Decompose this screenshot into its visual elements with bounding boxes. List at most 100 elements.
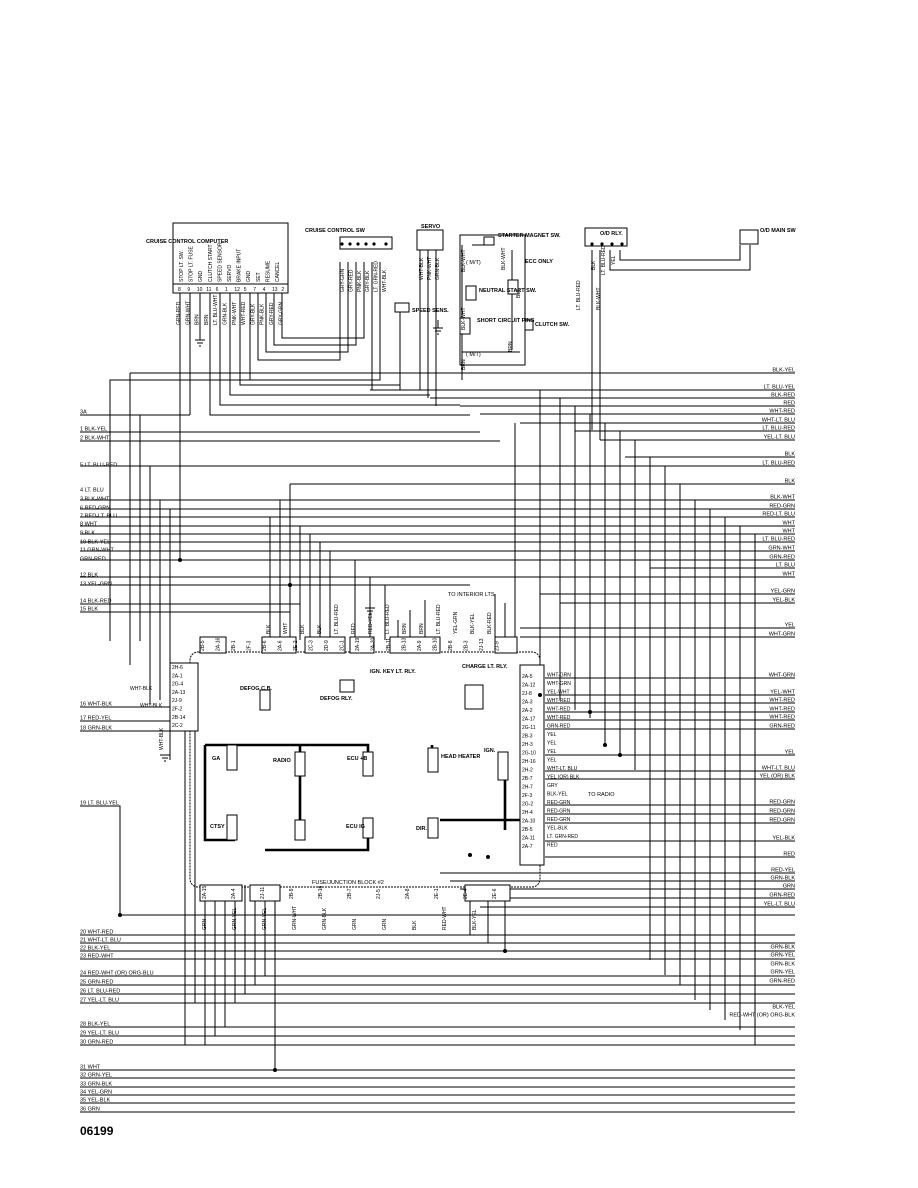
left-wire-label: 7 RED-LT. BLU (80, 514, 117, 520)
block-right-pin: 2F-3 (522, 793, 533, 799)
left-wire-label: 30 GRN-RED (80, 1040, 113, 1046)
starter-wire-label: BLK (516, 288, 522, 298)
left-wire-label: 2 BLK-WHT (80, 436, 110, 442)
block-top-pin: 2B-13 (402, 637, 408, 651)
od-relay-box (584, 227, 628, 247)
block-top-pin: 2F-3 (247, 641, 253, 652)
block-bottom-pin: 2A-8 (405, 888, 411, 899)
left-wire-label: 18 GRN-BLK (80, 726, 112, 732)
dir-label: DIR. (416, 826, 427, 832)
computer-wire-label: GRN-BLK (223, 302, 229, 325)
block-top-pin: 2B-1 (231, 640, 237, 651)
right-wire-label: RED-GRN (769, 504, 795, 510)
computer-pin-number: 2 (281, 287, 284, 293)
starter-components (459, 234, 534, 366)
right-wire-label: WHT-RED (769, 715, 795, 721)
ecu-b-label: ECU +B (347, 756, 367, 762)
right-wire-label: GRN-BLK (771, 962, 796, 968)
block-top-pin: 2B-5 (200, 640, 206, 651)
block-top-pin: 2D-9 (324, 640, 330, 651)
left-wire-label: 36 GRN (80, 1107, 100, 1113)
servo-wire-label: GRN-BLK (435, 257, 441, 280)
starter-wire-label: BLK-WHT (501, 248, 507, 271)
block-right-pin: 2B-7 (522, 776, 533, 782)
left-wire-label: 17 RED-YEL (80, 716, 112, 722)
block-right-wire: WHT-RED (547, 715, 571, 721)
ctsy-label: CTSY (210, 824, 225, 830)
ecu-ig-label: ECU IG (346, 824, 365, 830)
servo-label: SERVO (421, 224, 441, 230)
right-wire-label: GRN-RED (769, 724, 795, 730)
right-wire-label: WHT-RED (769, 707, 795, 713)
block-right-pin: 2H-3 (522, 742, 533, 748)
computer-pin-number: 6 (216, 287, 219, 293)
left-wire-label: 26 LT. BLU-RED (80, 989, 120, 995)
computer-pin-number: 8 (178, 287, 181, 293)
mt-label: ( M/T) (466, 260, 481, 266)
block-top-pin: 2E-2 (293, 640, 299, 651)
block-right-pin: 2H-2 (522, 768, 533, 774)
computer-pin-number: 10 (197, 287, 203, 293)
od-wire-label: LT. BLU-RED (601, 245, 607, 275)
misc-wire-label: WHT-BLK (140, 703, 163, 709)
block-bottom-pin: 2B-7 (347, 888, 353, 899)
switch-wire-label: WHT-BLK (382, 269, 388, 292)
block-right-wire: YEL-WHT (547, 690, 570, 696)
block-top-wire: BLK (300, 624, 306, 634)
right-wire-label: WHT (782, 529, 795, 535)
block-top-pin: 2C-1 (340, 640, 346, 651)
block-bottom-pin: 2A-15 (202, 885, 208, 899)
head-heater-label: HEAD HEATER (441, 754, 480, 760)
block-bottom-wire: GRN (352, 919, 358, 931)
block-right-wire: YEL (547, 749, 557, 755)
computer-pin-name: GND (246, 271, 252, 283)
right-wire-label: YEL-GRN (771, 589, 795, 595)
block-right-pin: 2H-7 (522, 785, 533, 791)
computer-wire-label: LT. BLU-WHT (213, 295, 219, 325)
block-right-pin: 2J-8 (522, 691, 532, 697)
left-wire-label: 28 BLK-YEL (80, 1022, 110, 1028)
clutch-sw-label: CLUTCH SW. (535, 322, 570, 328)
servo-wire-label: PNK-WHT (427, 257, 433, 280)
block-top-wire: BLK (317, 624, 323, 634)
cruise-switch-label: CRUISE CONTROL SW (305, 228, 366, 234)
block-bottom-pin: 2E-6 (492, 888, 498, 899)
block-right-wire: GRN-RED (547, 724, 571, 730)
computer-pin-name: SPEED SENSOR (217, 242, 223, 282)
block-right-wire: RED-GRN (547, 800, 571, 806)
computer-pin-name: GND (198, 271, 204, 283)
computer-pin-name: SET (256, 272, 262, 282)
switch-wire-label: GRY-GRN (340, 269, 346, 292)
computer-pin-name: SERVO (227, 264, 233, 282)
right-wire-label: GRN-RED (769, 893, 795, 899)
computer-wire-label: BRN (204, 314, 210, 325)
block-top-pin: 2B-11 (386, 638, 392, 651)
block-left-pin: 2J-9 (172, 698, 182, 704)
block-bottom-wire: BLK (412, 920, 418, 930)
left-wire-label: 21 WHT-LT. BLU (80, 938, 121, 944)
computer-pin-number: 7 (253, 287, 256, 293)
right-wire-label: LT. BLU-RED (762, 461, 795, 467)
computer-pin-name: CANCEL (275, 261, 281, 282)
block-right-wire: GRY (547, 783, 558, 789)
to-radio-label: TO RADIO (588, 792, 615, 798)
block-right-pin: 2G-10 (522, 751, 536, 757)
block-left-pin: 2A-13 (172, 690, 186, 696)
block-top-wire: BRN (402, 623, 408, 634)
block-right-pin: 2A-5 (522, 674, 533, 680)
block-right-pin: 2A-7 (522, 844, 533, 850)
block-right-wire: YEL-BLK (547, 826, 568, 832)
right-wire-label: BLK-RED (771, 393, 795, 399)
block-bottom-pin: 2J-11 (260, 887, 266, 899)
ign-key-label: IGN. KEY LT. RLY. (370, 669, 416, 675)
block-top-pin: 2B-8 (448, 640, 454, 651)
starter-wire-label: BLK-WHT (461, 308, 467, 331)
servo-wire-label: WHT-BLK (419, 257, 425, 280)
block-right-pin: 2A-2 (522, 708, 533, 714)
defog-rly-label: DEFOG RLY. (320, 696, 353, 702)
misc-wire-label: WHT-BLK (159, 727, 165, 750)
computer-wire-label: GRY-GRN (278, 302, 284, 325)
right-wire-label: LT. BLU-YEL (764, 385, 795, 391)
block-right-wire: YEL (547, 741, 557, 747)
left-wire-label: 11 GRN-WHT (80, 548, 114, 554)
